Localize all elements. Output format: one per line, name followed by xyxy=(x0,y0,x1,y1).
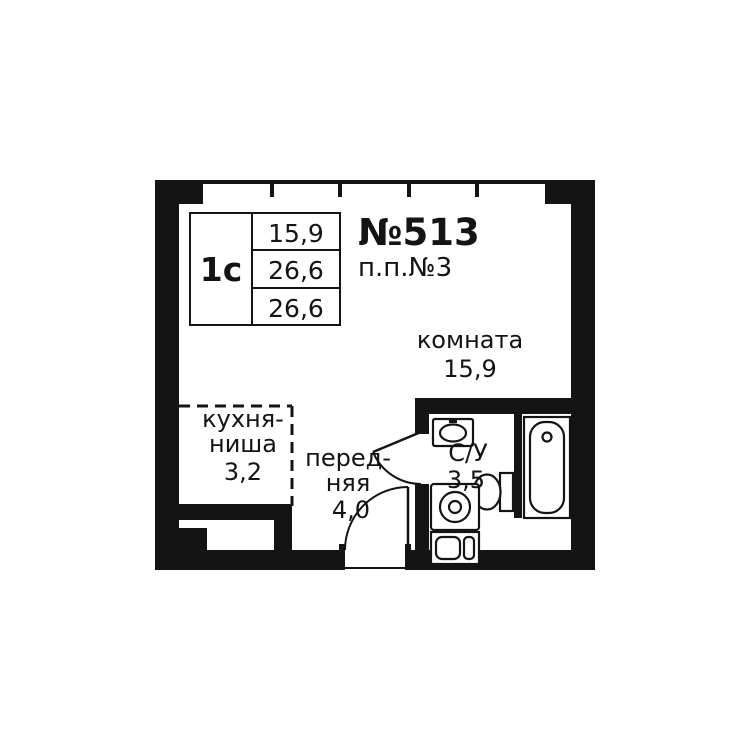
entrance-door-arc xyxy=(344,486,409,551)
table-area-row-3: 26,6 xyxy=(268,294,324,323)
entrance-jamb-right xyxy=(405,544,411,570)
laundry-sink-bowl-right xyxy=(462,535,476,561)
bathroom-area-label: 3,5 xyxy=(447,466,485,494)
hall-name-line1: перед- xyxy=(305,444,391,472)
bathroom-inner-partition xyxy=(514,414,522,518)
bathroom-left-wall-top-stub xyxy=(415,398,429,434)
doors xyxy=(344,430,422,569)
window-mullion-4 xyxy=(475,180,479,197)
bathtub-inner xyxy=(528,420,566,515)
bathroom-top-wall xyxy=(415,398,571,414)
info-table xyxy=(189,212,341,326)
kitchen-bottom-wall xyxy=(179,504,292,520)
bathtub-drain xyxy=(541,431,553,443)
apartment-number-label: №513 xyxy=(358,211,480,254)
bottom-wall-left xyxy=(155,550,345,570)
bathroom-name-label: С/У xyxy=(448,439,488,467)
hall-area-label: 4,0 xyxy=(332,496,370,524)
entrance-jamb-left xyxy=(339,544,345,570)
washing-machine-door-center xyxy=(447,499,463,515)
walls xyxy=(155,180,595,570)
bathroom-left-wall-bottom-stub xyxy=(415,484,429,550)
unit-type-label: 1с xyxy=(200,250,243,289)
kitchen-area-label: 3,2 xyxy=(224,458,262,486)
room-area-label: 15,9 xyxy=(443,355,496,383)
bathroom-fixtures xyxy=(429,415,572,566)
bathroom-door-leaf xyxy=(372,430,422,454)
kitchen-side-wall xyxy=(274,504,292,550)
left-wall xyxy=(155,180,179,570)
window-mullion-2 xyxy=(338,180,342,197)
window-band-line xyxy=(203,180,545,184)
kitchen-name-line2: ниша xyxy=(209,430,277,458)
table-area-row-2: 26,6 xyxy=(268,256,324,285)
hall-name-line2: няя xyxy=(326,469,371,497)
kitchen-dashed-boundary xyxy=(179,404,294,506)
table-area-row-1: 15,9 xyxy=(268,219,324,248)
window-mullion-1 xyxy=(270,180,274,197)
bathroom-door-arc xyxy=(372,451,422,485)
plan-number-label: п.п.№3 xyxy=(358,253,452,283)
toilet-tank xyxy=(498,471,515,513)
laundry-sink-bowl-left xyxy=(434,535,462,561)
sink-tap-icon xyxy=(449,418,457,423)
info-table-border xyxy=(189,212,341,326)
kitchen-name-line1: кухня- xyxy=(202,405,284,433)
sink-basin xyxy=(438,423,468,443)
labels: 1с 15,9 26,6 26,6 №513 п.п.№3 комната 15… xyxy=(200,211,523,524)
window-mullion-3 xyxy=(407,180,411,197)
right-wall xyxy=(571,180,595,570)
room-name-label: комната xyxy=(417,326,523,354)
